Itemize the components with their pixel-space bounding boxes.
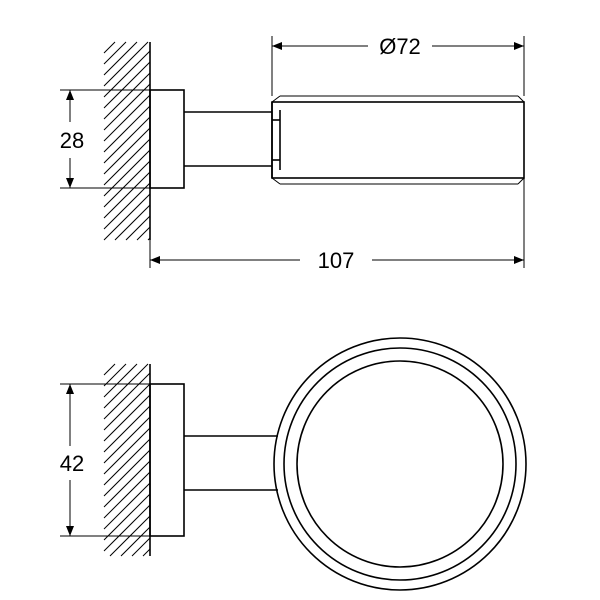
hatch-line xyxy=(114,204,151,241)
hatch-line xyxy=(103,427,151,475)
hatch-line xyxy=(103,41,138,76)
side-view: Ø72 28 107 xyxy=(60,34,525,273)
wall-hatch-top xyxy=(103,41,151,241)
hatch-line xyxy=(131,537,151,557)
hatch-line xyxy=(103,405,151,453)
hatch-line xyxy=(136,226,151,241)
holder-ring-side xyxy=(271,95,525,185)
flange-bottom xyxy=(149,383,185,537)
wall-hatch-bottom xyxy=(103,363,151,557)
flange-top xyxy=(149,89,185,189)
hatch-line xyxy=(103,61,151,109)
hatch-line xyxy=(103,504,151,552)
hatch-line xyxy=(103,160,151,208)
arm-top xyxy=(184,111,272,167)
hatch-line xyxy=(103,482,151,530)
projection-label: 107 xyxy=(318,248,355,273)
hatch-line xyxy=(147,237,151,241)
hatch-line xyxy=(103,460,151,508)
hatch-line xyxy=(103,138,151,186)
hatch-line xyxy=(103,438,151,486)
hatch-line xyxy=(103,94,151,142)
holder-ring-front xyxy=(273,337,527,591)
hatch-line xyxy=(103,105,151,153)
hatch-line xyxy=(103,182,151,230)
height-bottom-label: 42 xyxy=(60,451,84,476)
dimension-height-top: 28 xyxy=(60,89,150,189)
hatch-line xyxy=(103,363,138,398)
hatch-line xyxy=(103,41,149,87)
hatch-line xyxy=(103,383,151,431)
hatch-line xyxy=(103,363,149,409)
hatch-line xyxy=(103,449,151,497)
front-view: 42 xyxy=(60,337,527,591)
hatch-line xyxy=(103,50,151,98)
hatch-line xyxy=(103,493,151,541)
hatch-line xyxy=(103,41,116,54)
hatch-line xyxy=(103,363,127,387)
hatch-line xyxy=(103,127,151,175)
hatch-line xyxy=(103,193,151,241)
hatch-line xyxy=(103,416,151,464)
dimension-diameter: Ø72 xyxy=(271,34,525,96)
height-top-label: 28 xyxy=(60,128,84,153)
diameter-label: Ø72 xyxy=(379,34,421,59)
hatch-line xyxy=(103,363,116,376)
hatch-line xyxy=(103,72,151,120)
hatch-line xyxy=(103,471,151,519)
hatch-line xyxy=(120,526,151,557)
hatch-line xyxy=(103,83,151,131)
hatch-line xyxy=(103,116,151,164)
arm-bottom xyxy=(184,435,278,491)
hatch-line xyxy=(103,394,151,442)
hatch-line xyxy=(103,171,151,219)
hatch-line xyxy=(103,149,151,197)
dimension-height-bottom: 42 xyxy=(60,383,150,537)
hatch-line xyxy=(125,215,151,241)
hatch-line xyxy=(103,372,151,420)
dimension-projection: 107 xyxy=(149,178,525,273)
hatch-line xyxy=(103,41,127,65)
hatch-line xyxy=(142,548,151,557)
